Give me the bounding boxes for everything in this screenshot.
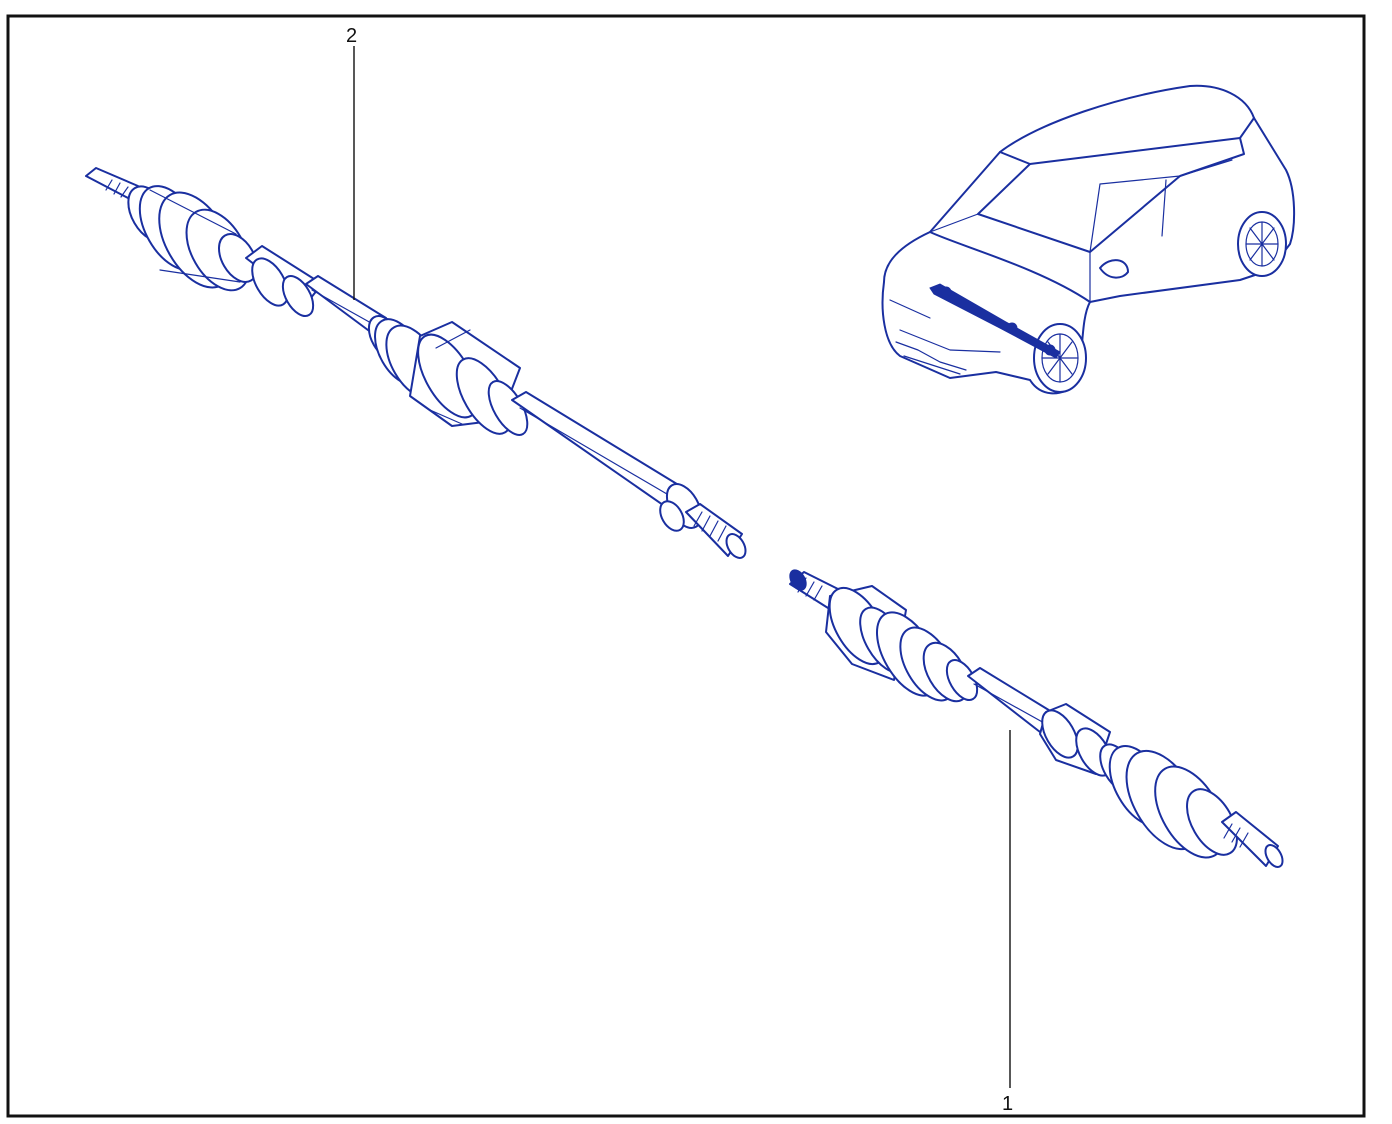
outer-cv-boot-1 — [1099, 743, 1238, 859]
inner-joint-housing-2 — [409, 321, 529, 436]
inner-cv-boot-1 — [876, 611, 979, 703]
outer-cv-boot-2 — [127, 185, 258, 292]
callout-label-1: 1 — [1002, 1093, 1013, 1115]
driveshaft-2 — [85, 167, 747, 559]
driveshaft-1 — [789, 569, 1284, 868]
diagram-frame — [6, 14, 1366, 1118]
front-wheel — [1033, 323, 1087, 393]
vehicle-locator-illustration — [881, 84, 1296, 395]
callout-label-2: 2 — [346, 25, 357, 47]
rear-wheel — [1237, 211, 1287, 277]
callout-2: 2 — [346, 25, 357, 300]
callout-1: 1 — [1002, 730, 1013, 1115]
